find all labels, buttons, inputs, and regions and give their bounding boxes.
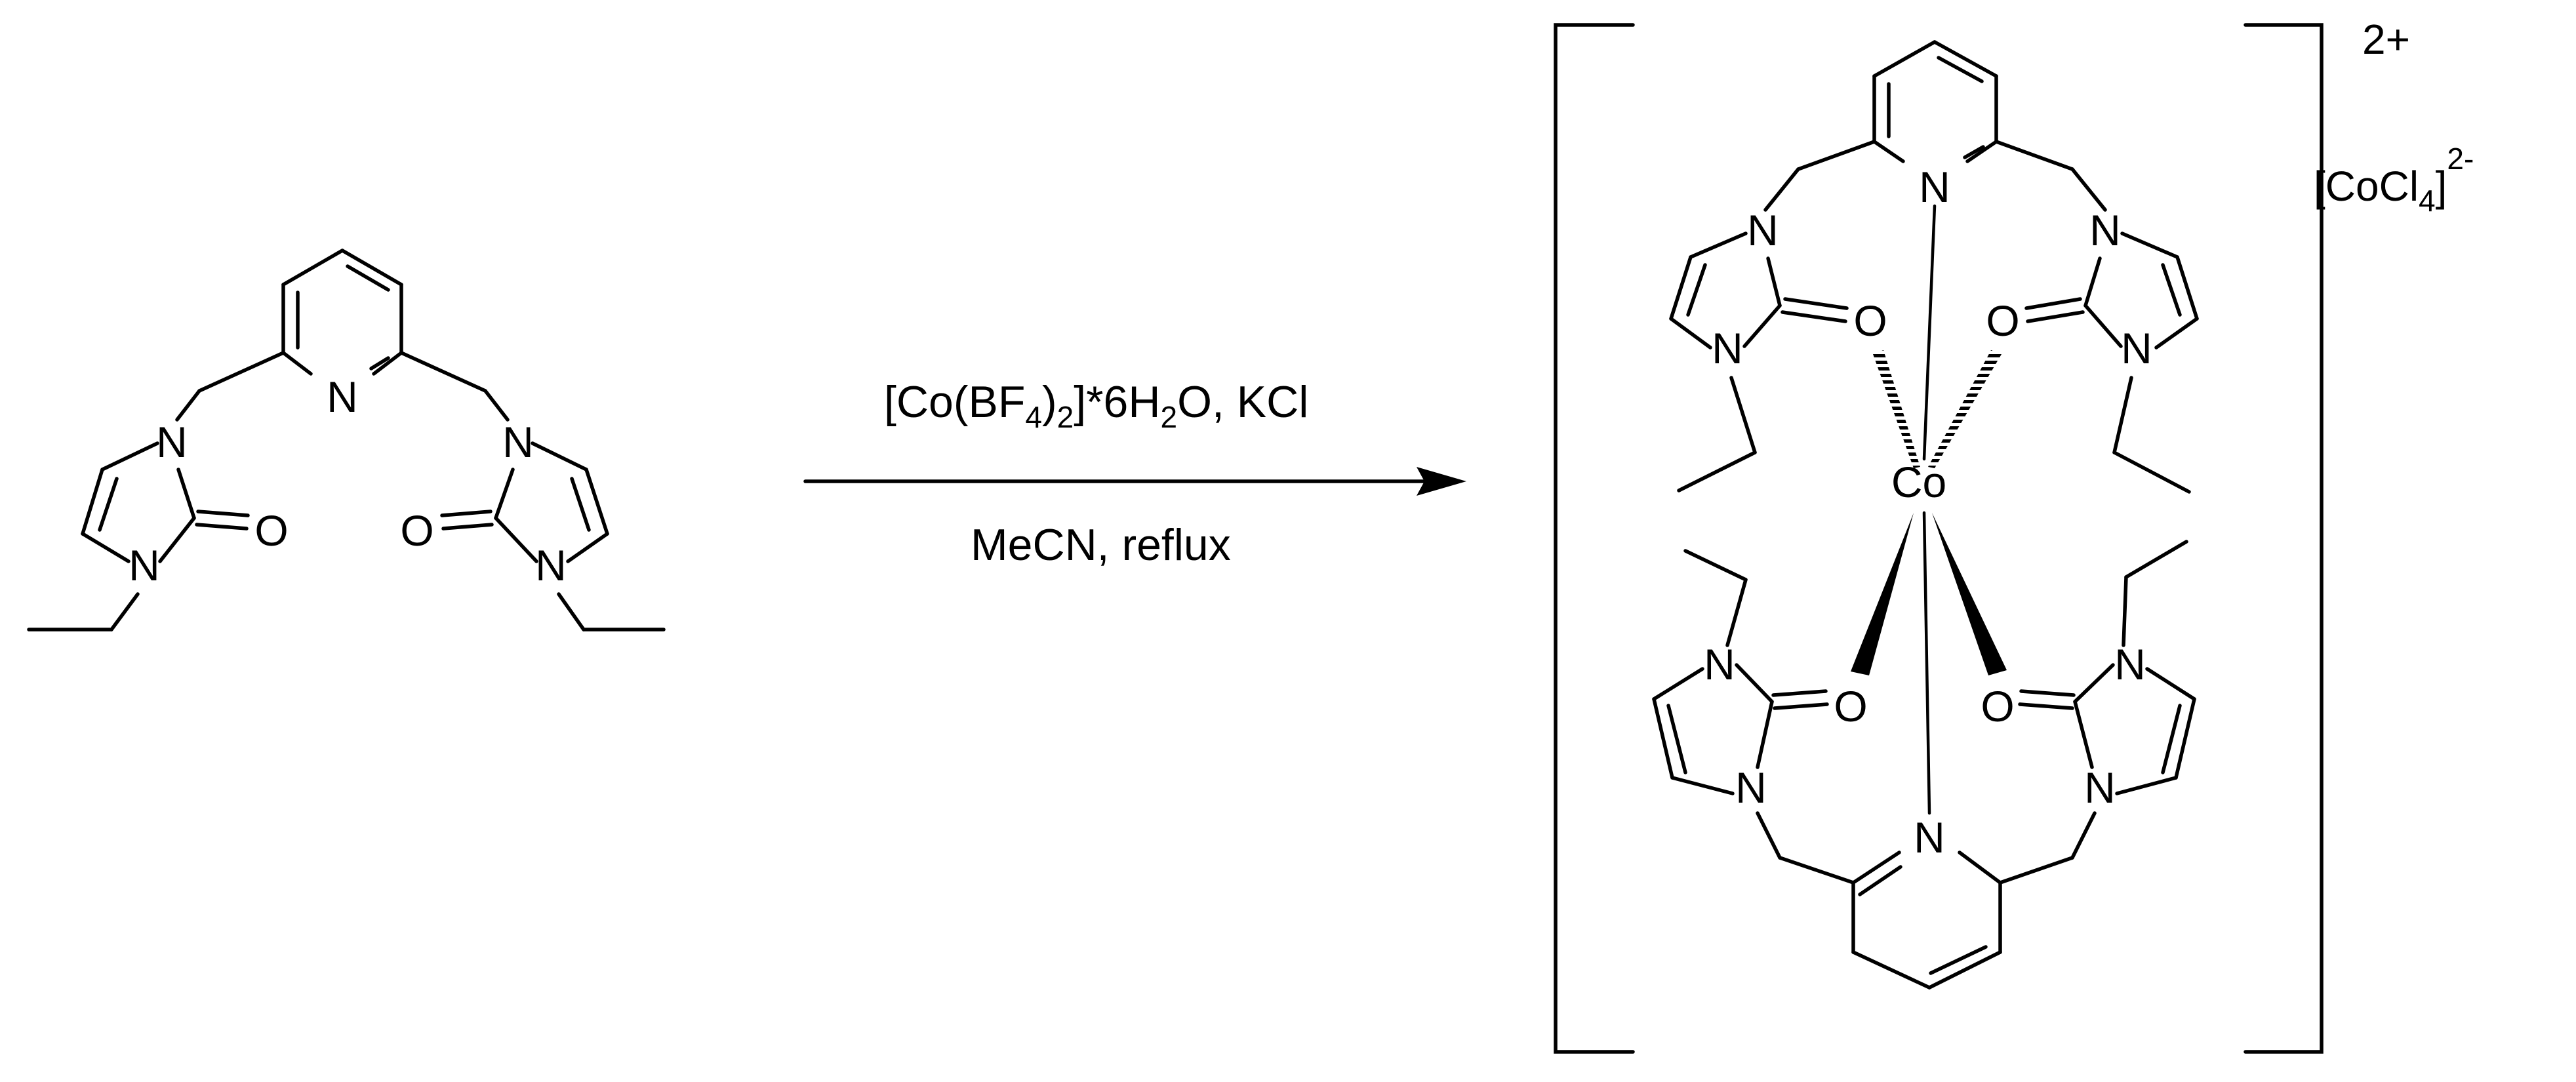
bottom-left-o: O bbox=[1834, 682, 1867, 731]
pyridine-ring-bottom bbox=[1851, 851, 2002, 990]
bottom-left-n3: N bbox=[1735, 763, 1767, 812]
pyridine-ring-left bbox=[281, 249, 403, 376]
bottom-right-o: O bbox=[1981, 682, 2014, 731]
solvent-line: MeCN, reflux bbox=[971, 520, 1231, 570]
top-left-n3: N bbox=[1712, 324, 1743, 372]
top-left-n1: N bbox=[1747, 206, 1779, 254]
bottom-right-n1: N bbox=[2114, 640, 2146, 689]
top-right-n1: N bbox=[2089, 206, 2121, 254]
pyridine-n-left: N bbox=[327, 372, 358, 421]
top-right-n3: N bbox=[2121, 324, 2152, 372]
complex-charge: 2+ bbox=[2362, 16, 2410, 63]
bottom-left-n1: N bbox=[1704, 640, 1735, 689]
bottom-right-n3: N bbox=[2084, 763, 2116, 812]
carbonyl-o-left: O bbox=[254, 506, 288, 555]
pyridine-ring-top bbox=[1872, 40, 1998, 163]
imidazolone-n3-left: N bbox=[129, 541, 160, 590]
imidazolone-n1-left: N bbox=[156, 418, 188, 466]
carbonyl-o-right: O bbox=[400, 506, 433, 555]
pyridine-n-top: N bbox=[1919, 163, 1950, 211]
reaction-arrow bbox=[803, 467, 1466, 496]
reagent-line: [Co(BF4)2]*6H2O, KCl bbox=[884, 377, 1308, 434]
brackets bbox=[1554, 23, 2324, 1054]
starting-ligand: N N N O N N O bbox=[27, 249, 666, 631]
pyridine-n-bottom: N bbox=[1914, 813, 1945, 862]
imidazolone-n1-right: N bbox=[502, 418, 534, 466]
imidazolone-n3-right: N bbox=[535, 541, 567, 590]
counterion: [CoCl4]2- bbox=[2314, 142, 2474, 218]
top-left-o: O bbox=[1853, 296, 1887, 345]
top-right-o: O bbox=[1986, 296, 2019, 345]
